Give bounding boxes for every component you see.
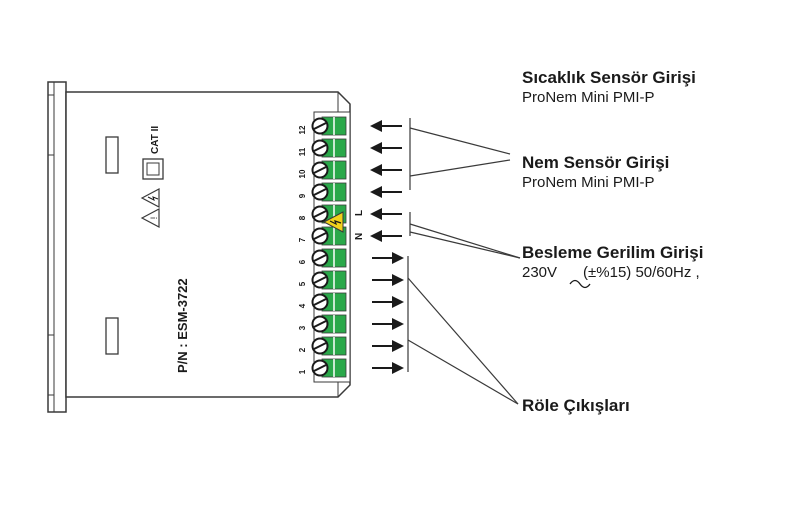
arrow-right-icon <box>372 318 404 330</box>
supply-voltage: 230V <box>522 264 558 281</box>
terminal-number-1: 1 <box>298 369 307 374</box>
terminal-number-12: 12 <box>298 125 307 134</box>
supply-pointer-line <box>409 223 521 259</box>
temp-pointer-line <box>409 127 511 155</box>
arrow-group <box>370 120 404 374</box>
high-voltage-warning-icon <box>322 211 344 233</box>
terminal-11 <box>311 138 347 158</box>
arrow-right-icon <box>372 296 404 308</box>
ac-symbol <box>569 279 591 289</box>
terminal-3 <box>311 314 347 334</box>
terminal-number-4: 4 <box>298 303 307 308</box>
relay-pointer-line-2 <box>407 339 519 405</box>
relay-outputs-label: Röle Çıkışları <box>522 396 630 416</box>
terminal-5 <box>311 270 347 290</box>
temperature-sensor-title: Sıcaklık Sensör Girişi <box>522 68 696 87</box>
arrow-left-icon <box>370 208 402 220</box>
device-bezel <box>47 81 67 413</box>
arrow-right-icon <box>372 340 404 352</box>
terminal-number-2: 2 <box>298 347 307 352</box>
mounting-slot-top <box>105 136 119 174</box>
terminal-number-11: 11 <box>298 147 307 156</box>
arrow-left-icon <box>370 230 402 242</box>
humidity-sensor-subtitle: ProNem Mini PMI-P <box>522 174 655 191</box>
arrow-left-icon <box>370 164 402 176</box>
terminal-number-6: 6 <box>298 259 307 264</box>
category-square-icon <box>142 158 164 180</box>
terminal-number-7: 7 <box>298 237 307 242</box>
arrow-right-icon <box>372 252 404 264</box>
relay-outputs-title: Röle Çıkışları <box>522 396 630 415</box>
humidity-pointer-line <box>409 159 511 177</box>
relay-pointer-line <box>407 277 519 405</box>
temperature-sensor-subtitle: ProNem Mini PMI-P <box>522 89 655 106</box>
arrow-left-icon <box>370 186 402 198</box>
terminal-2 <box>311 336 347 356</box>
terminal-number-5: 5 <box>298 281 307 286</box>
category-label: CAT II <box>150 126 161 154</box>
terminal-12 <box>311 116 347 136</box>
part-number: P/N : ESM-3722 <box>175 278 190 373</box>
connector-lines <box>407 118 521 405</box>
supply-input-label: Besleme Gerilim Girişi 230V (±%15) 50/60H… <box>522 243 703 283</box>
terminal-6 <box>311 248 347 268</box>
svg-text:!: ! <box>149 217 159 220</box>
supply-pointer-line-2 <box>409 231 521 259</box>
neutral-mark: N <box>354 233 365 240</box>
humidity-sensor-title: Nem Sensör Girişi <box>522 153 670 172</box>
lightning-warning-icon <box>140 188 160 208</box>
live-mark: L <box>354 210 365 216</box>
arrow-left-icon <box>370 120 402 132</box>
supply-tolerance-frequency: (±%15) 50/60Hz , <box>583 264 700 281</box>
terminal-block-group <box>311 116 347 378</box>
temperature-sensor-label: Sıcaklık Sensör Girişi ProNem Mini PMI-P <box>522 68 696 108</box>
arrow-left-icon <box>370 142 402 154</box>
terminal-1 <box>311 358 347 378</box>
arrow-right-icon <box>372 362 404 374</box>
supply-input-title: Besleme Gerilim Girişi <box>522 243 704 262</box>
terminal-number-8: 8 <box>298 215 307 220</box>
terminal-number-9: 9 <box>298 193 307 198</box>
terminal-10 <box>311 160 347 180</box>
terminal-7 <box>311 226 347 246</box>
arrow-right-icon <box>372 274 404 286</box>
terminal-4 <box>311 292 347 312</box>
terminal-9 <box>311 182 347 202</box>
humidity-sensor-label: Nem Sensör Girişi ProNem Mini PMI-P <box>522 153 669 193</box>
terminal-number-3: 3 <box>298 325 307 330</box>
warning-triangle-icon: ! <box>140 208 160 228</box>
mounting-slot-bottom <box>105 317 119 355</box>
terminal-number-group: 12 11 10 9 8 7 6 5 4 3 2 1 <box>298 125 307 374</box>
terminal-number-10: 10 <box>298 169 307 178</box>
supply-input-subtitle: 230V (±%15) 50/60Hz , <box>522 263 703 283</box>
